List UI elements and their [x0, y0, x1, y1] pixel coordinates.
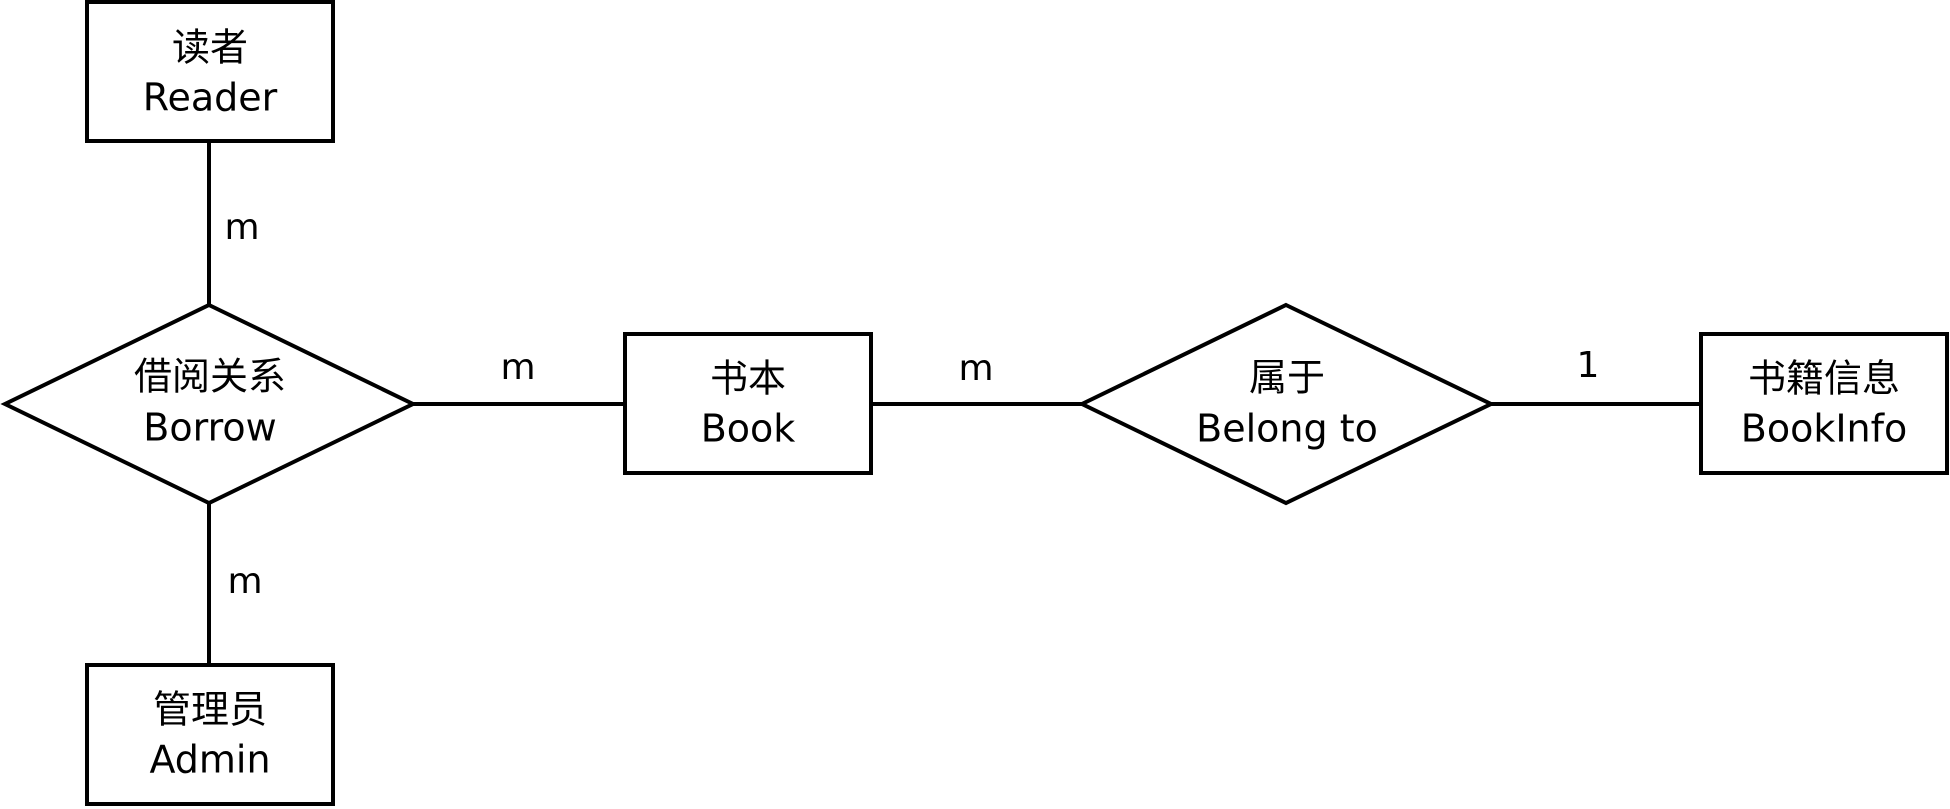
entity-bookinfo: 书籍信息 BookInfo: [1699, 332, 1949, 475]
entity-bookinfo-label-en: BookInfo: [1741, 407, 1908, 451]
entity-reader-label-zh: 读者: [172, 26, 248, 70]
cardinality-reader-borrow: m: [224, 207, 259, 248]
entity-bookinfo-label-zh: 书籍信息: [1748, 357, 1900, 401]
cardinality-book-belong: m: [958, 348, 993, 389]
entity-admin-label-en: Admin: [149, 738, 270, 782]
cardinality-admin-borrow: m: [227, 561, 262, 602]
relationship-belong-to: 属于 Belong to: [1077, 302, 1496, 506]
entity-book: 书本 Book: [623, 332, 873, 475]
entity-admin-label-zh: 管理员: [153, 688, 267, 732]
entity-book-label-zh: 书本: [710, 357, 786, 401]
entity-admin: 管理员 Admin: [85, 663, 335, 806]
cardinality-borrow-book: m: [500, 347, 535, 388]
cardinality-belong-bookinfo: 1: [1577, 345, 1600, 386]
relationship-borrow-label-en: Borrow: [143, 406, 276, 450]
relationship-belong-to-label-zh: 属于: [1249, 356, 1325, 400]
entity-reader-label-en: Reader: [143, 76, 278, 120]
relationship-belong-to-label-en: Belong to: [1196, 407, 1378, 451]
relationship-borrow-label-zh: 借阅关系: [134, 355, 286, 399]
relationship-borrow: 借阅关系 Borrow: [0, 302, 418, 506]
entity-book-label-en: Book: [701, 407, 796, 451]
entity-reader: 读者 Reader: [85, 0, 335, 143]
